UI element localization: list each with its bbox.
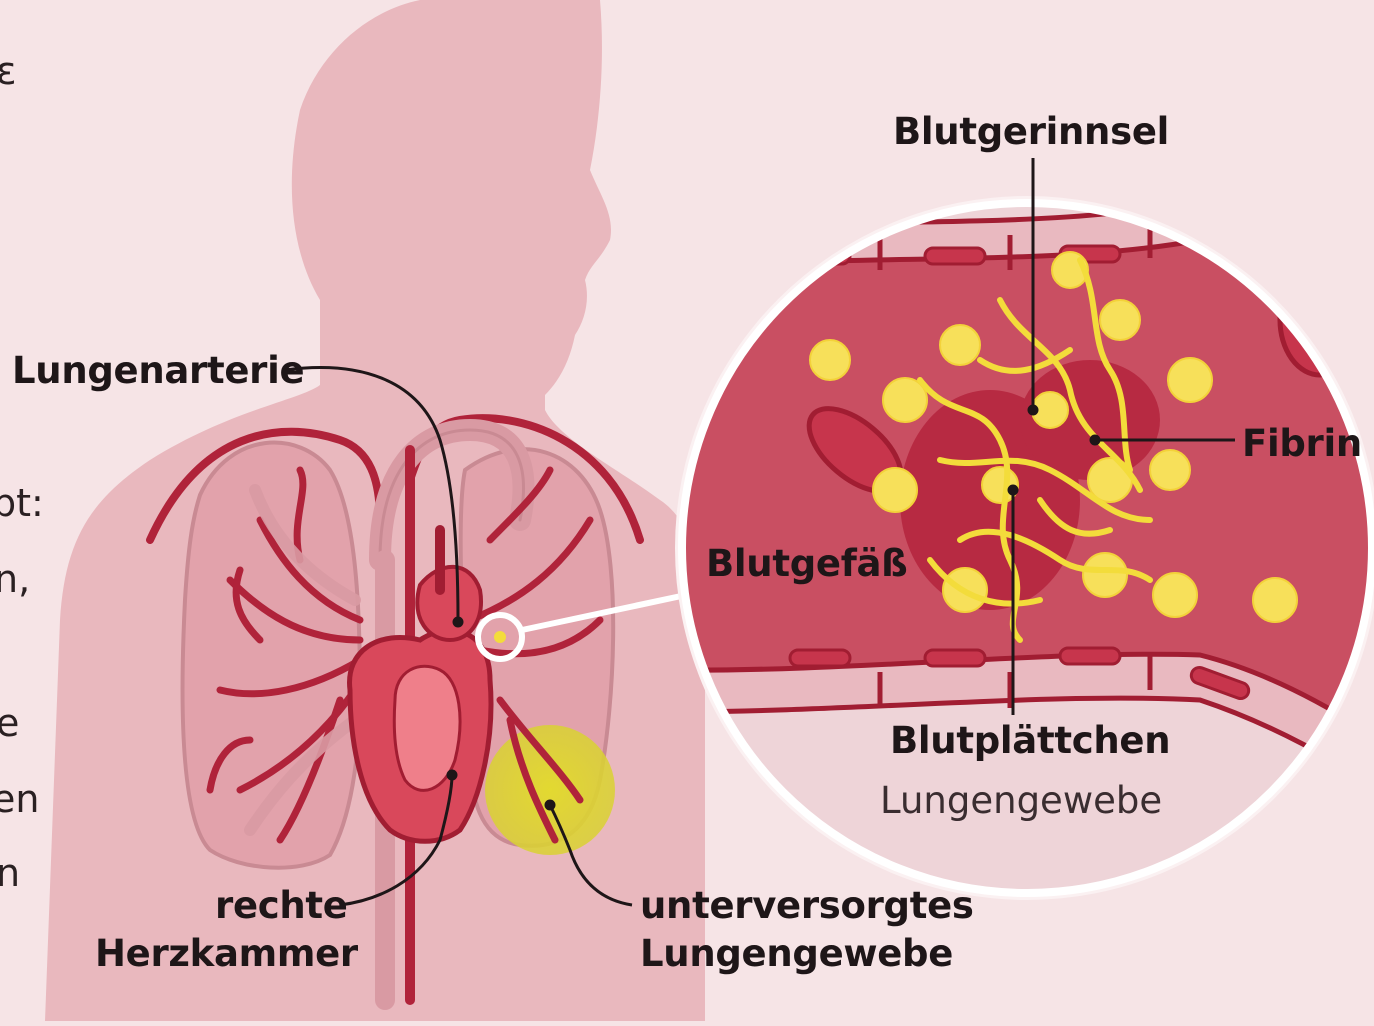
clot-dot <box>494 631 506 643</box>
label-blutgefaess: Blutgefäß <box>706 540 907 588</box>
label-lungengewebe-zoom: Lungengewebe <box>880 778 1162 824</box>
label-unterversorgtes-lungengewebe: Lungengewebe <box>640 930 953 978</box>
cutoff-text-5: en <box>0 776 39 822</box>
label-rechte: rechte <box>215 882 348 930</box>
cutoff-text-2: pt: <box>0 480 44 526</box>
cutoff-text-4: e <box>0 700 19 746</box>
label-herzkammer: Herzkammer <box>95 930 358 978</box>
label-blutplaettchen: Blutplättchen <box>890 717 1170 765</box>
label-fibrin: Fibrin <box>1242 420 1362 468</box>
label-blutgerinnsel: Blutgerinnsel <box>893 108 1169 156</box>
label-unterversorgtes: unterversorgtes <box>640 882 974 930</box>
cutoff-text-3: n, <box>0 556 30 602</box>
cutoff-text-1: ε <box>0 48 17 94</box>
cutoff-text-6: n <box>0 850 20 896</box>
label-lungenarterie: Lungenarterie <box>12 347 304 395</box>
